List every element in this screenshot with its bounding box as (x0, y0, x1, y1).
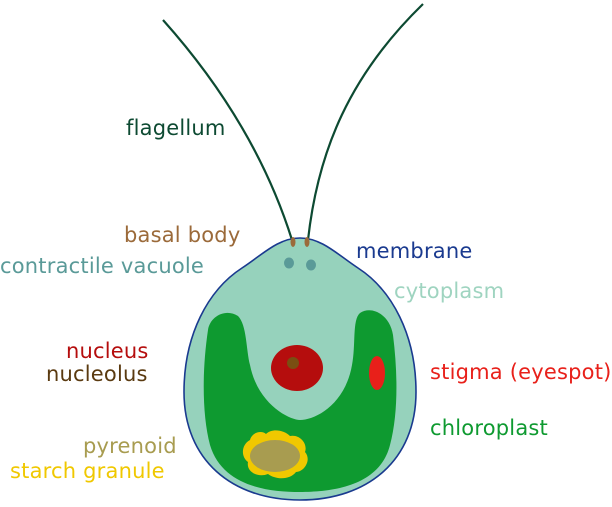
flagellum-label: flagellum (126, 116, 226, 140)
starch-granule-label: starch granule (10, 459, 165, 483)
basal-body-left (290, 237, 296, 247)
basal-body-right (304, 237, 310, 247)
pyrenoid-shape (250, 440, 300, 472)
pyrenoid-label: pyrenoid (83, 434, 177, 458)
membrane-label: membrane (356, 239, 473, 263)
flagellum-left (162, 19, 294, 241)
nucleolus-label: nucleolus (46, 362, 148, 386)
flagellum-right (306, 3, 424, 241)
contractile-vacuole-left (284, 257, 294, 269)
nucleus-label: nucleus (66, 339, 149, 363)
stigma-label: stigma (eyespot) (430, 360, 612, 384)
basal-body-label: basal body (124, 223, 241, 247)
chloroplast-label: chloroplast (430, 416, 548, 440)
cytoplasm-label: cytoplasm (394, 279, 505, 303)
contractile-vacuole-right (306, 259, 316, 271)
stigma-shape (369, 356, 385, 390)
nucleolus-shape (287, 357, 299, 369)
nucleus-shape (271, 345, 323, 391)
contractile-vacuole-label: contractile vacuole (0, 254, 205, 278)
